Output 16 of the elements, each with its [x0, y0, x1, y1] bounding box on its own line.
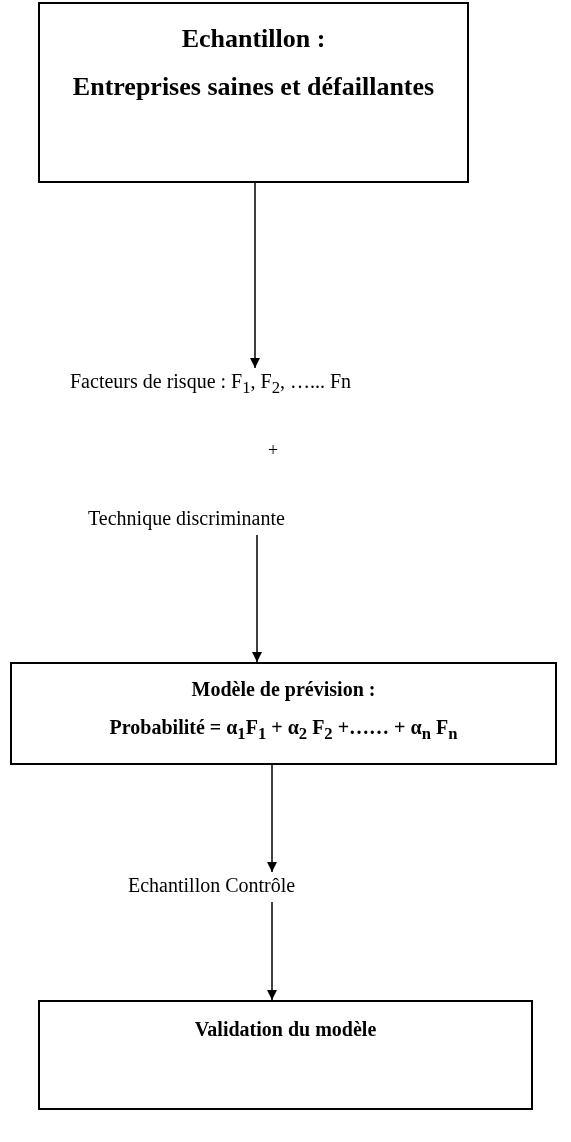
step-text: Facteurs de risque : F$_{1}$, F$_{2}$, …... Fn — [70, 368, 410, 398]
process-box — [38, 1000, 533, 1110]
arrow — [266, 764, 278, 873]
box-text: Probabilité = α$_{1}$F$_{1}$ + α$_{2}$ F$_{2}$ +…… + α$_{n}$ F$_{n}$ — [109, 715, 458, 745]
step-text: Technique discriminante — [88, 505, 318, 535]
box-heading: Modèle de prévision : — [191, 677, 376, 702]
box-heading: Validation du modèle — [194, 1017, 377, 1042]
box-heading: Echantillon : — [181, 23, 326, 55]
plus-sign: + — [268, 440, 279, 461]
box-text: Entreprises saines et défaillantes — [72, 70, 435, 103]
arrow — [266, 901, 278, 1001]
arrow — [251, 534, 263, 663]
process-box — [38, 2, 469, 183]
process-box — [10, 662, 557, 765]
arrow — [249, 182, 261, 369]
step-text: Echantillon Contrôle — [128, 872, 328, 902]
